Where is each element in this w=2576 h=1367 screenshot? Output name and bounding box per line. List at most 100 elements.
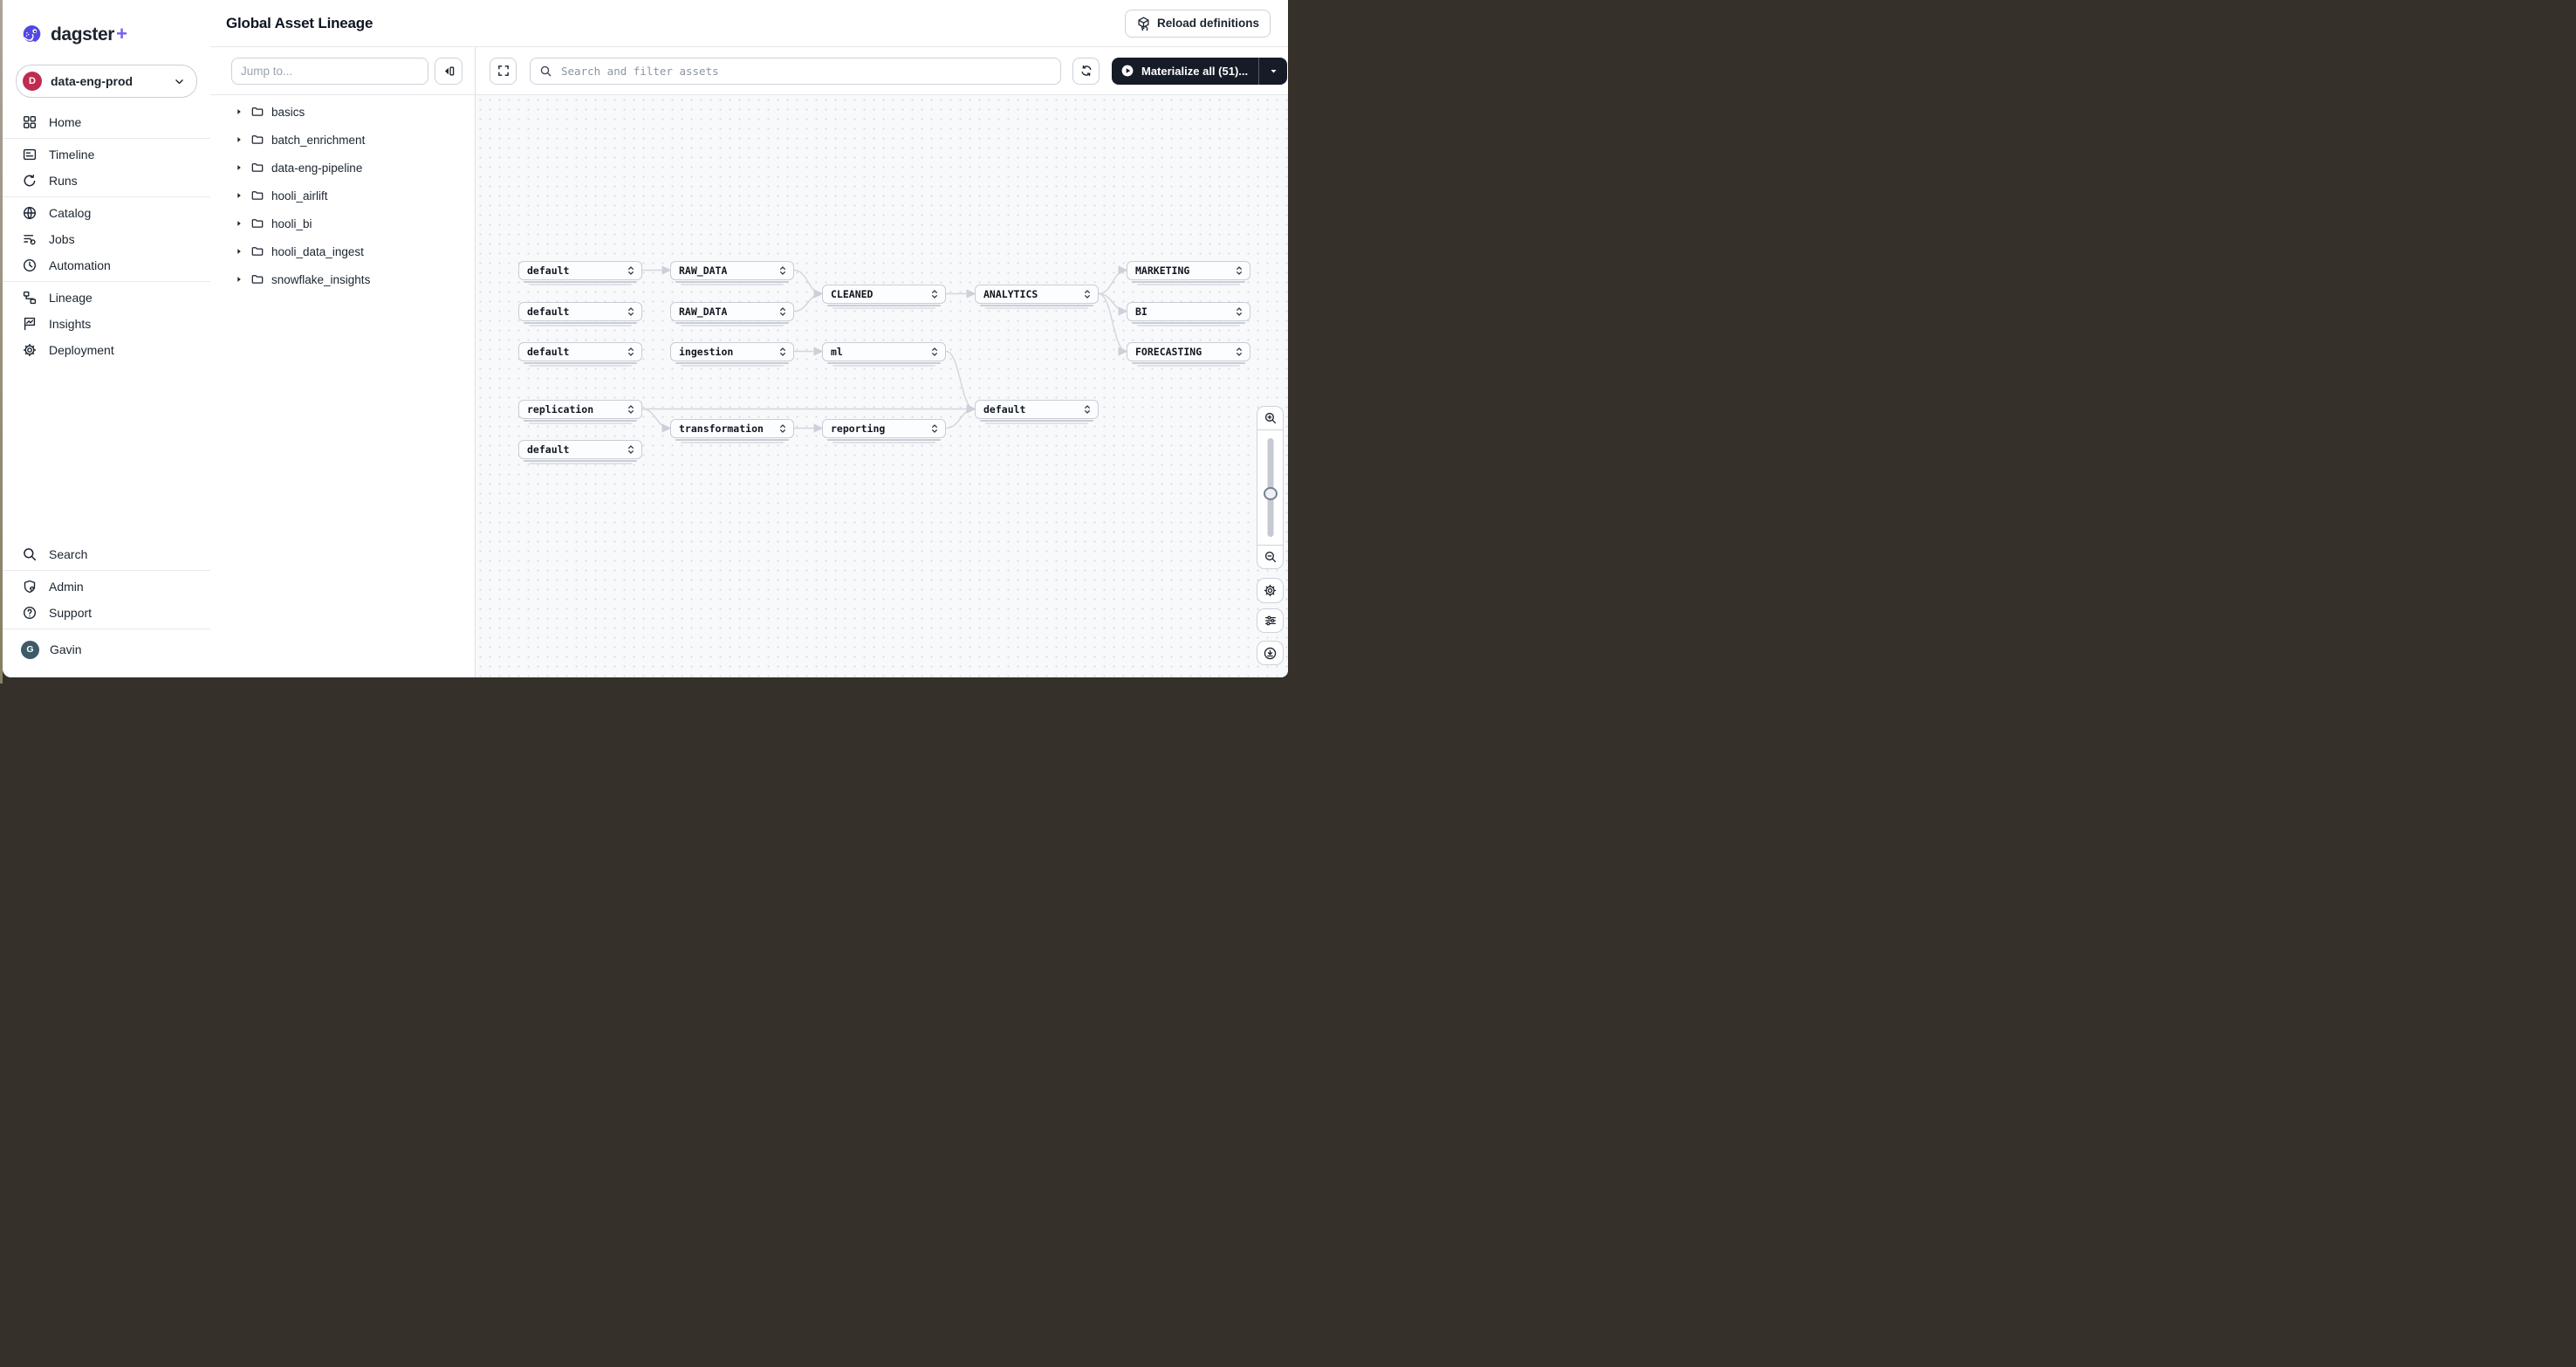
unfold-icon[interactable] [627, 444, 635, 455]
timeline-icon [22, 147, 38, 162]
refresh-button[interactable] [1072, 57, 1100, 85]
asset-group-node-MARKETING[interactable]: MARKETING [1127, 260, 1250, 285]
asset-group-node-transformation[interactable]: transformation [670, 418, 794, 443]
sidebar-item-timeline[interactable]: Timeline [3, 141, 210, 168]
folder-icon [250, 133, 264, 147]
unfold-icon[interactable] [1235, 306, 1243, 317]
sidebar-item-admin[interactable]: Admin [3, 574, 210, 600]
unfold-icon[interactable] [1083, 289, 1092, 299]
unfold-icon[interactable] [1235, 265, 1243, 276]
lineage-edge-n16-n14 [945, 404, 976, 429]
unfold-icon[interactable] [778, 306, 787, 317]
unfold-icon[interactable] [930, 347, 939, 357]
tree-folder-hooli_bi[interactable]: hooli_bi [210, 210, 475, 237]
unfold-icon[interactable] [930, 423, 939, 434]
unfold-icon[interactable] [778, 265, 787, 276]
tree-folder-snowflake_insights[interactable]: snowflake_insights [210, 265, 475, 293]
asset-search-input[interactable] [559, 63, 1052, 79]
lineage-edge-n2-n4 [793, 269, 824, 299]
asset-group-label: BI [1135, 305, 1148, 318]
asset-group-node-ANALYTICS[interactable]: ANALYTICS [975, 284, 1099, 309]
caret-right-icon[interactable] [235, 107, 243, 116]
sidebar-item-home[interactable]: Home [3, 109, 210, 135]
sidebar-item-catalog[interactable]: Catalog [3, 200, 210, 226]
tree-folder-hooli_data_ingest[interactable]: hooli_data_ingest [210, 237, 475, 265]
asset-group-node-BI[interactable]: BI [1127, 301, 1250, 326]
asset-group-node-ingestion[interactable]: ingestion [670, 341, 794, 367]
asset-group-label: default [527, 264, 570, 277]
fullscreen-button[interactable] [490, 57, 517, 85]
asset-group-node-replication[interactable]: replication [518, 399, 642, 424]
materialize-all-main[interactable]: Materialize all (51)... [1112, 58, 1258, 85]
tree-folder-data-eng-pipeline[interactable]: data-eng-pipeline [210, 154, 475, 182]
graph-toolbar: Materialize all (51)... [475, 47, 1288, 95]
asset-search-bar[interactable] [530, 57, 1061, 85]
sidebar-item-lineage[interactable]: Lineage [3, 285, 210, 311]
sidebar-item-runs[interactable]: Runs [3, 168, 210, 194]
download-button[interactable] [1257, 641, 1284, 665]
sidebar-item-insights[interactable]: Insights [3, 311, 210, 337]
reload-definitions-button[interactable]: Reload definitions [1124, 9, 1271, 38]
tree-folder-batch_enrichment[interactable]: batch_enrichment [210, 126, 475, 154]
zoom-in-button[interactable] [1257, 407, 1283, 430]
materialize-all-button[interactable]: Materialize all (51)... [1112, 57, 1288, 85]
unfold-icon[interactable] [627, 347, 635, 357]
asset-group-node-default[interactable]: default [518, 260, 642, 285]
unfold-icon[interactable] [627, 404, 635, 415]
sidebar-item-search[interactable]: Search [3, 541, 210, 567]
unfold-icon[interactable] [778, 347, 787, 357]
asset-group-node-ml[interactable]: ml [822, 341, 946, 367]
unfold-icon[interactable] [778, 423, 787, 434]
admin-icon [22, 579, 38, 594]
unfold-icon[interactable] [627, 265, 635, 276]
sidebar-item-jobs[interactable]: Jobs [3, 226, 210, 252]
caret-right-icon[interactable] [235, 219, 243, 228]
page-header: Global Asset Lineage Reload definitions [210, 0, 1288, 47]
asset-group-node-default[interactable]: default [975, 399, 1099, 424]
unfold-icon[interactable] [930, 289, 939, 299]
asset-group-label: default [527, 345, 570, 358]
asset-group-node-default[interactable]: default [518, 439, 642, 464]
sidebar-item-automation[interactable]: Automation [3, 252, 210, 278]
graph-filters-button[interactable] [1257, 608, 1284, 633]
reload-definitions-icon [1136, 16, 1151, 31]
unfold-icon[interactable] [1235, 347, 1243, 357]
caret-right-icon[interactable] [235, 135, 243, 144]
graph-settings-button[interactable] [1257, 578, 1284, 603]
asset-group-node-reporting[interactable]: reporting [822, 418, 946, 443]
tree-folder-hooli_airlift[interactable]: hooli_airlift [210, 182, 475, 210]
sidebar-item-label: Jobs [49, 232, 75, 246]
user-menu[interactable]: G Gavin [3, 632, 210, 667]
asset-group-node-RAW_DATA[interactable]: RAW_DATA [670, 301, 794, 326]
asset-group-label: FORECASTING [1135, 345, 1202, 358]
workspace-switcher[interactable]: D data-eng-prod [16, 65, 197, 98]
caret-right-icon[interactable] [235, 275, 243, 284]
search-icon [22, 546, 38, 562]
zoom-slider-handle[interactable] [1263, 487, 1278, 500]
tree-folder-basics[interactable]: basics [210, 98, 475, 126]
zoom-out-button[interactable] [1257, 545, 1283, 568]
caret-right-icon[interactable] [235, 247, 243, 256]
caret-right-icon[interactable] [235, 163, 243, 172]
asset-group-node-FORECASTING[interactable]: FORECASTING [1127, 341, 1250, 367]
asset-group-node-RAW_DATA[interactable]: RAW_DATA [670, 260, 794, 285]
divider [3, 196, 210, 197]
materialize-all-label: Materialize all (51)... [1141, 64, 1249, 78]
sidebar-item-label: Deployment [49, 343, 114, 357]
caret-right-icon[interactable] [235, 191, 243, 200]
unfold-icon[interactable] [1083, 404, 1092, 415]
sidebar-item-deployment[interactable]: Deployment [3, 337, 210, 363]
collapse-panel-button[interactable] [435, 57, 462, 85]
asset-group-node-default[interactable]: default [518, 301, 642, 326]
materialize-options-caret[interactable] [1259, 58, 1287, 85]
asset-group-node-CLEANED[interactable]: CLEANED [822, 284, 946, 309]
unfold-icon[interactable] [627, 306, 635, 317]
asset-group-node-default[interactable]: default [518, 341, 642, 367]
jump-to-input[interactable] [231, 57, 428, 85]
sidebar-item-support[interactable]: Support [3, 600, 210, 626]
